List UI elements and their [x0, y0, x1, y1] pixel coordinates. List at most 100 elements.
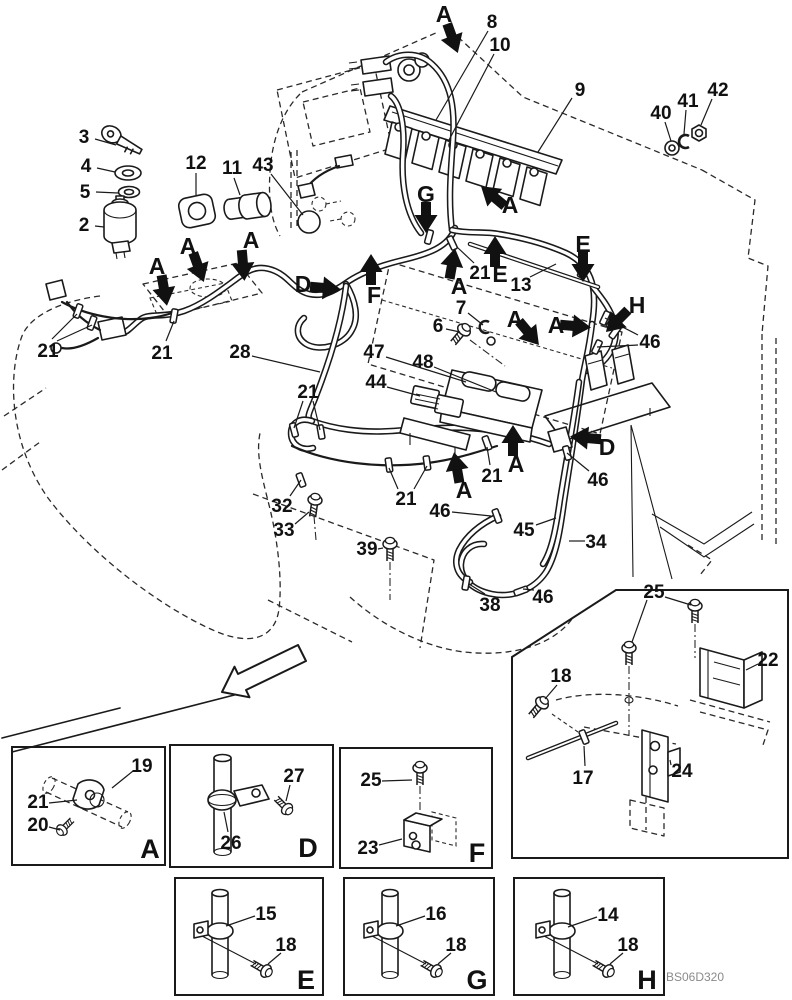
view-arrow-label-E: E: [492, 261, 507, 287]
view-arrow-F: [359, 254, 383, 285]
callout-25: 25: [643, 582, 665, 603]
leader-line: [467, 312, 484, 326]
callout-18: 18: [445, 935, 466, 956]
view-arrow-label-A: A: [451, 273, 468, 299]
callout-46: 46: [639, 332, 660, 353]
callout-34: 34: [585, 532, 607, 553]
leader-line: [95, 191, 119, 194]
detail-box-D: [169, 744, 334, 868]
callout-46: 46: [532, 587, 553, 608]
leader-line: [522, 588, 535, 591]
detail-box-G: [343, 877, 495, 996]
battery-box-outline: [367, 261, 623, 435]
leader-line: [544, 684, 558, 700]
leader-line: [486, 446, 491, 466]
callout-18: 18: [617, 935, 638, 956]
callout-16: 16: [425, 904, 446, 925]
leader-line: [51, 313, 78, 340]
callout-2: 2: [79, 215, 90, 236]
nut-42-icon: [691, 124, 707, 142]
ignition-switch-icon: [103, 195, 137, 260]
callout-40: 40: [650, 103, 671, 124]
leader-line: [94, 225, 105, 228]
leader-line: [388, 467, 399, 490]
leader-line: [285, 784, 291, 802]
view-box-letter-G: G: [466, 965, 487, 995]
callout-32: 32: [271, 496, 292, 517]
view-arrow-label-A: A: [243, 227, 260, 253]
callout-17: 17: [572, 768, 593, 789]
leader-line: [267, 952, 282, 965]
callout-46: 46: [587, 470, 608, 491]
leader-line: [165, 320, 175, 342]
washer-40-icon: [664, 140, 680, 156]
view-arrow-D: [309, 276, 341, 300]
leader-line: [669, 759, 672, 766]
callout-21: 21: [297, 382, 319, 403]
callout-5: 5: [80, 182, 91, 203]
callout-21: 21: [481, 466, 503, 487]
view-arrow-G: [414, 202, 438, 233]
ignition-key-icon: [101, 125, 143, 155]
view-arrow-label-A: A: [436, 1, 453, 27]
relay-assembly-44-47-48: [399, 369, 543, 457]
callout-47: 47: [363, 342, 384, 363]
view-arrow-A: [501, 425, 525, 456]
callout-46: 46: [429, 501, 450, 522]
leader-line: [56, 324, 93, 342]
fasteners-main: [304, 319, 506, 600]
lock-washer-41-icon: [677, 133, 690, 150]
callout-4: 4: [81, 156, 92, 177]
callout-48: 48: [412, 352, 433, 373]
view-arrow-label-A: A: [502, 192, 519, 218]
callout-21: 21: [469, 263, 491, 284]
leader-line: [223, 811, 229, 833]
leader-line: [529, 263, 557, 278]
leader-line: [437, 952, 452, 965]
leader-line: [94, 138, 117, 146]
callout-21: 21: [27, 792, 49, 813]
leader-line: [435, 30, 489, 121]
view-box-letter-E: E: [297, 965, 315, 995]
view-arrow-label-F: F: [367, 282, 381, 308]
leader-line: [48, 799, 78, 804]
leader-line: [225, 915, 256, 927]
leader-line: [447, 53, 495, 143]
view-arrow-A: [152, 274, 176, 306]
view-arrow-label-A: A: [548, 312, 565, 338]
leader-line: [111, 770, 134, 789]
callout-45: 45: [513, 520, 535, 541]
figure-id: BS06D320: [666, 970, 724, 984]
floor-outline: [252, 493, 575, 654]
leader-line: [294, 511, 310, 525]
leader-line: [381, 779, 413, 782]
view-arrow-label-E: E: [575, 231, 590, 257]
callout-11: 11: [222, 158, 243, 179]
instrument-panel-outline: [276, 63, 393, 234]
view-arrow-label-D: D: [295, 271, 312, 297]
callout-44: 44: [365, 372, 387, 393]
callout-28: 28: [229, 342, 250, 363]
leader-line: [386, 386, 421, 397]
grommet-icon: [177, 193, 217, 229]
view-arrow-label-D: D: [599, 434, 616, 460]
callout-20: 20: [27, 815, 48, 836]
view-arrow-label-A: A: [456, 477, 473, 503]
callout-7: 7: [456, 298, 467, 319]
callout-15: 15: [255, 904, 277, 925]
leader-line: [664, 121, 672, 142]
callout-leader-lines: [48, 30, 759, 965]
callout-21: 21: [395, 489, 417, 510]
callout-38: 38: [479, 595, 500, 616]
detail-box-E: [174, 877, 324, 996]
leader-line: [609, 952, 624, 965]
leader-line: [270, 173, 304, 216]
nut-icon: [117, 185, 141, 199]
callout-27: 27: [283, 766, 304, 787]
leader-line: [745, 663, 759, 671]
leader-line: [566, 452, 590, 472]
washer-icon: [114, 165, 142, 181]
